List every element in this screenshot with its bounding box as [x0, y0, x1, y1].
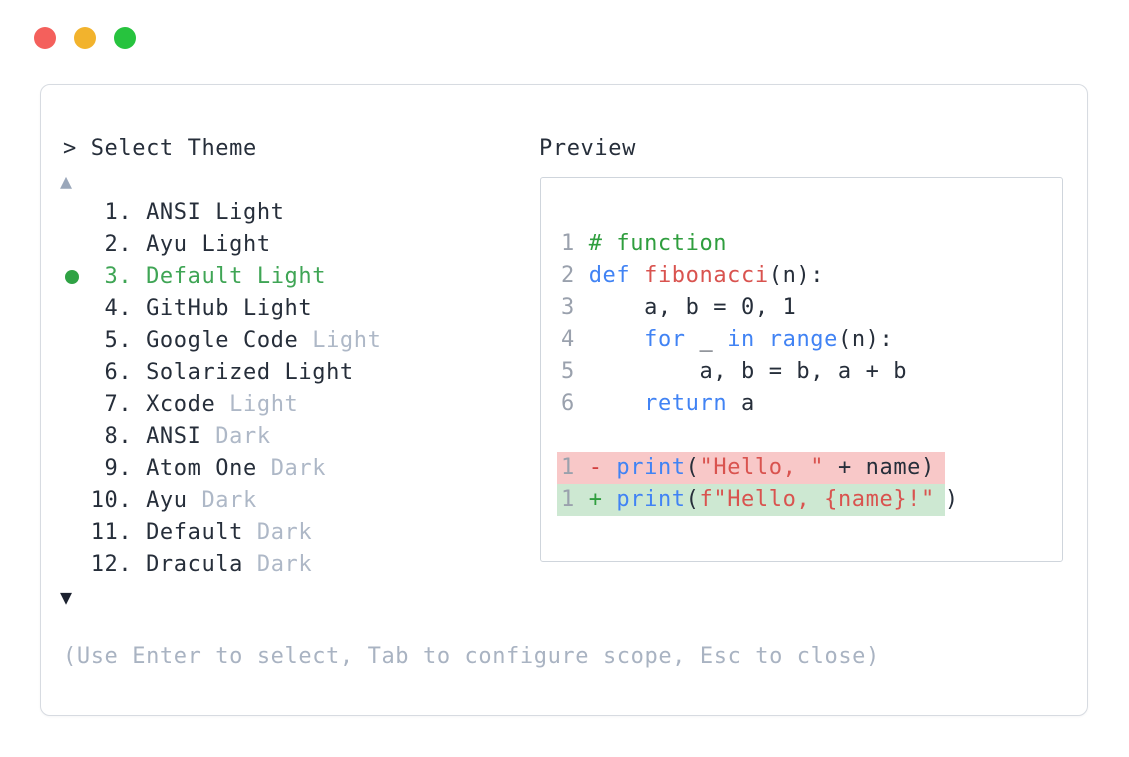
- theme-item-label: 2. Ayu: [63, 232, 202, 257]
- theme-item-variant: Light: [215, 200, 285, 225]
- triangle-up-icon: ▲: [60, 169, 73, 193]
- code-line-4: 4 for _ in range(n):: [561, 327, 894, 352]
- scroll-up-indicator[interactable]: ▲: [60, 165, 381, 197]
- prompt-line: > Select Theme: [63, 133, 381, 165]
- code-line-3: 3 a, b = 0, 1: [561, 295, 797, 320]
- theme-list-item-6[interactable]: 6. Solarized Light: [63, 357, 381, 389]
- theme-picker: > Select Theme ▲ 1. ANSI Light 2. Ayu Li…: [60, 133, 381, 613]
- theme-list-item-3[interactable]: 3. Default Light: [63, 261, 381, 293]
- theme-item-label: 1. ANSI: [63, 200, 216, 225]
- theme-item-variant: Dark: [215, 424, 271, 449]
- theme-item-label: 5. Google Code: [63, 328, 313, 353]
- diff-removed-highlight: 1 - print("Hello, " + name): [557, 452, 945, 484]
- close-button[interactable]: [34, 27, 56, 49]
- diff-added-highlight: 1 + print(f"Hello, {name}!": [557, 484, 945, 516]
- theme-picker-window: > Select Theme ▲ 1. ANSI Light 2. Ayu Li…: [40, 84, 1088, 716]
- theme-item-label: 3. Default: [63, 264, 257, 289]
- theme-item-variant: Dark: [256, 520, 313, 545]
- preview-panel: 1 # function 2 def fibonacci(n): 3 a, b = …: [540, 177, 1063, 562]
- theme-list-item-2[interactable]: 2. Ayu Light: [63, 229, 381, 261]
- hint-text: (Use Enter to select, Tab to configure s…: [63, 644, 880, 669]
- theme-list-item-9[interactable]: 9. Atom One Dark: [63, 453, 381, 485]
- theme-item-variant: Light: [201, 232, 271, 257]
- theme-list-item-8[interactable]: 8. ANSI Dark: [63, 421, 381, 453]
- scroll-down-indicator[interactable]: ▼: [60, 581, 381, 613]
- theme-item-variant: Light: [229, 392, 299, 417]
- code-line-7: [561, 420, 959, 452]
- theme-list-item-11[interactable]: 11. Default Dark: [63, 517, 381, 549]
- theme-item-label: 8. ANSI: [63, 424, 216, 449]
- theme-item-label: 12. Dracula: [63, 552, 257, 577]
- picker-title: Select Theme: [90, 136, 257, 161]
- theme-item-variant: Light: [312, 328, 382, 353]
- code-line-6: 6 return a: [561, 391, 755, 416]
- theme-item-variant: Dark: [270, 456, 327, 481]
- minimize-button[interactable]: [74, 27, 96, 49]
- code-line-9: 1 + print(f"Hello, {name}!"): [557, 484, 959, 516]
- code-line-5: 5 a, b = b, a + b: [561, 359, 908, 384]
- theme-item-label: 10. Ayu: [63, 488, 202, 513]
- theme-item-label: 9. Atom One: [63, 456, 271, 481]
- theme-list-item-4[interactable]: 4. GitHub Light: [63, 293, 381, 325]
- theme-item-variant: Light: [284, 360, 354, 385]
- theme-item-label: 6. Solarized: [63, 360, 285, 385]
- theme-list-item-7[interactable]: 7. Xcode Light: [63, 389, 381, 421]
- theme-list-item-10[interactable]: 10. Ayu Dark: [63, 485, 381, 517]
- theme-list-item-12[interactable]: 12. Dracula Dark: [63, 549, 381, 581]
- selected-indicator-dot: [65, 270, 79, 284]
- theme-list-item-5[interactable]: 5. Google Code Light: [63, 325, 381, 357]
- prompt-symbol: >: [63, 136, 91, 161]
- zoom-button[interactable]: [114, 27, 136, 49]
- triangle-down-icon: ▼: [60, 585, 73, 609]
- window-controls: [34, 27, 136, 49]
- theme-item-variant: Light: [243, 296, 313, 321]
- preview-label: Preview: [539, 136, 636, 161]
- theme-item-label: 7. Xcode: [63, 392, 230, 417]
- theme-item-variant: Light: [256, 264, 327, 289]
- code-line-8: 1 - print("Hello, " + name): [557, 452, 959, 484]
- theme-item-variant: Dark: [256, 552, 313, 577]
- code-line-2: 2 def fibonacci(n):: [561, 263, 825, 288]
- theme-item-variant: Dark: [201, 488, 257, 513]
- theme-item-label: 4. GitHub: [63, 296, 243, 321]
- theme-list: 1. ANSI Light 2. Ayu Light 3. Default Li…: [63, 197, 381, 581]
- code-line-1: 1 # function: [561, 231, 728, 256]
- code-block: 1 # function 2 def fibonacci(n): 3 a, b = …: [557, 228, 959, 516]
- theme-item-label: 11. Default: [63, 520, 257, 545]
- theme-list-item-1[interactable]: 1. ANSI Light: [63, 197, 381, 229]
